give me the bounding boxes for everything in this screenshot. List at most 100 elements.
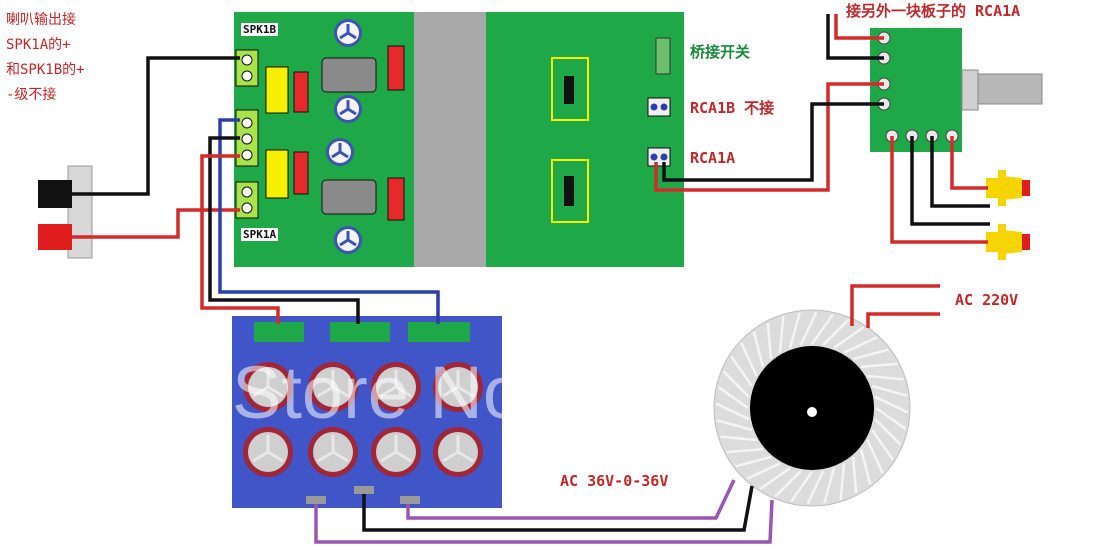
input-terminal	[235, 109, 259, 167]
spk1b-label: SPK1B	[241, 23, 279, 36]
pot-shaft	[977, 73, 1043, 105]
capacitor-icon	[332, 17, 364, 49]
resistor	[387, 177, 405, 221]
note-line-4: -级不接	[6, 87, 57, 103]
rca1b-label: RCA1B 不接	[690, 99, 775, 117]
speaker-output-note: 喇叭输出接 SPK1A的+ 和SPK1B的+ -级不接	[6, 8, 85, 108]
winding-line	[726, 447, 764, 454]
wire-jack2-ground	[910, 136, 990, 226]
winding-line	[715, 402, 750, 421]
wire-jack2-signal	[890, 136, 988, 244]
amplifier-board	[234, 12, 684, 267]
wire-ac220-b	[866, 312, 940, 328]
winding-line	[852, 348, 889, 361]
note-line-2: SPK1A的+	[6, 37, 71, 53]
winding-line	[752, 331, 765, 368]
spk1b-terminal	[235, 49, 259, 87]
wire-ac220-a	[850, 284, 940, 326]
winding-line	[746, 462, 781, 480]
winding-line	[740, 342, 758, 377]
ac36-label: AC 36V-0-36V	[560, 472, 669, 490]
winding-line	[871, 384, 908, 397]
bridge-switch	[655, 37, 671, 75]
resistor	[387, 45, 405, 91]
mount-slot	[564, 76, 574, 104]
resistor	[293, 151, 309, 195]
note-line-1: 喇叭输出接	[6, 12, 76, 28]
winding-line	[735, 455, 772, 468]
wire-power-black	[208, 136, 360, 324]
note-line-3: 和SPK1B的+	[6, 62, 85, 78]
winding-line	[806, 470, 825, 505]
potentiometer-icon	[961, 69, 979, 111]
bridge-switch-label: 桥接开关	[690, 43, 751, 61]
rca-jack-icon	[986, 224, 1030, 260]
winding-line	[843, 336, 878, 354]
wire-speaker-negative	[72, 56, 240, 196]
psu-terminal	[408, 322, 470, 342]
winding-line	[790, 471, 814, 503]
winding-line	[716, 419, 753, 432]
rca1a-header	[647, 147, 671, 167]
wiring	[72, 14, 990, 544]
wire-other-board-signal	[834, 14, 884, 40]
capacitor-icon	[324, 136, 356, 168]
watermark: Store No.1051	[232, 351, 709, 434]
wire-other-board-ground	[826, 14, 884, 60]
wire-power-blue	[218, 118, 440, 324]
rca1a-label: RCA1A	[690, 149, 736, 167]
winding-line	[874, 418, 902, 446]
spk1a-label: SPK1A	[241, 228, 279, 241]
rca-jack-icon	[986, 170, 1030, 206]
other-board-rca1a-label: 接另外一块板子的 RCA1A	[846, 2, 1021, 20]
winding-line	[720, 435, 757, 442]
winding-line	[822, 318, 850, 346]
capacitor-icon	[332, 224, 364, 256]
winding-line	[778, 316, 785, 353]
amp-chip	[321, 179, 377, 215]
film-capacitor	[265, 66, 289, 114]
resistor	[293, 71, 309, 113]
winding-line	[759, 467, 791, 490]
wire-jack1-signal	[950, 136, 988, 190]
wire-rca1a-signal	[654, 82, 884, 192]
capacitor-icon	[241, 425, 295, 479]
winding-line	[833, 326, 865, 349]
winding-line	[860, 362, 898, 369]
winding-line	[839, 463, 846, 500]
winding-line	[867, 374, 904, 381]
wire-speaker-positive	[72, 208, 240, 239]
ac-input-pin	[354, 486, 374, 494]
winding-line	[874, 395, 909, 414]
wire-rca1a-ground	[662, 102, 884, 182]
winding-line	[866, 439, 884, 474]
speaker-terminal-icon	[38, 165, 93, 259]
winding-line	[823, 467, 836, 504]
potentiometer-board	[870, 28, 1043, 152]
spk1a-terminal	[235, 181, 259, 219]
ac220-label: AC 220V	[955, 291, 1019, 309]
winding-line	[717, 386, 749, 410]
winding-line	[859, 448, 872, 485]
psu-terminal	[330, 322, 390, 342]
power-supply-board	[232, 316, 502, 508]
winding-line	[851, 456, 858, 494]
capacitor-icon	[332, 93, 364, 125]
winding-line	[722, 370, 750, 398]
capacitor-icon	[369, 425, 423, 479]
wire-jack1-ground	[930, 136, 990, 208]
winding-line	[766, 322, 773, 360]
amp-chip	[321, 57, 377, 93]
winding-line	[730, 355, 753, 387]
ac-input-pin	[306, 496, 326, 504]
wire-power-red	[200, 154, 280, 324]
wire-ac36-center	[362, 485, 754, 532]
psu-terminal	[254, 322, 304, 342]
toroidal-transformer-icon	[713, 309, 911, 507]
capacitor-icon	[431, 425, 485, 479]
film-capacitor	[265, 149, 289, 199]
heatsink-bar	[414, 12, 486, 267]
wire-ac36-right	[406, 479, 736, 520]
ac-input-pin	[400, 496, 420, 504]
